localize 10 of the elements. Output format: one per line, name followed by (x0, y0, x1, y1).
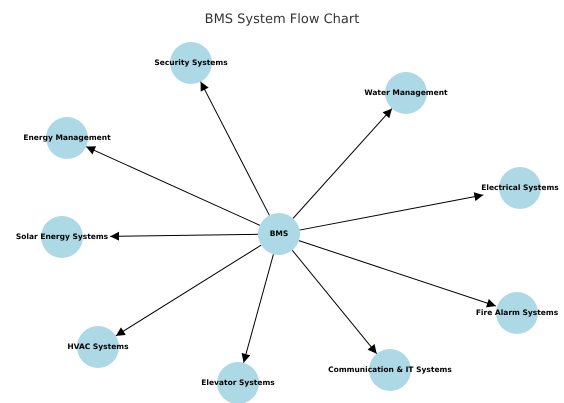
arrow (110, 232, 258, 241)
arrow (115, 244, 262, 336)
arrow (299, 192, 484, 231)
arrow (292, 250, 378, 354)
arrow (86, 146, 260, 226)
arrow (200, 81, 270, 216)
arrow (298, 240, 496, 308)
arrow (292, 108, 392, 219)
chart-title: BMS System Flow Chart (204, 12, 360, 27)
arrow (242, 254, 274, 364)
